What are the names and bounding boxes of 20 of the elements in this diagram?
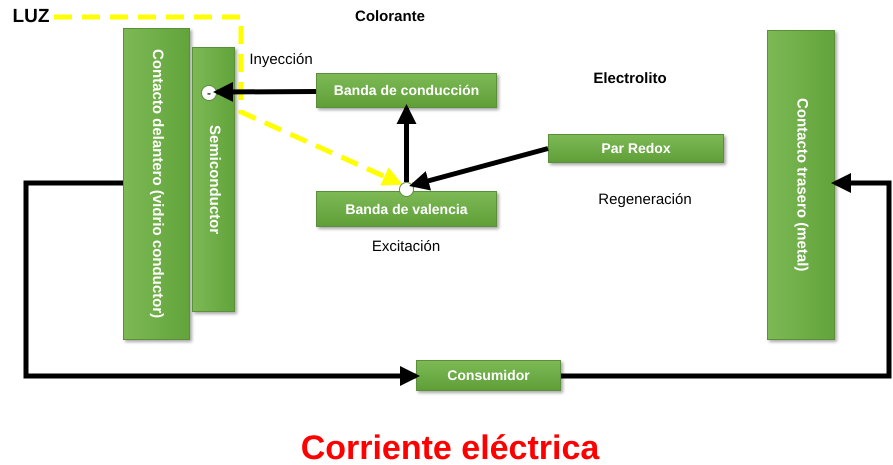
flow-arrow [24,180,420,386]
energy-box: Par Redox [548,134,724,163]
layer-box: Semiconductor - [192,47,235,312]
layer-box: Contacto trasero (metal) [767,30,835,340]
region-label: Colorante [354,7,426,27]
light-ray-arrow [54,14,403,186]
region-label: Electrolito [592,69,668,89]
energy-box: Consumidor [416,360,561,391]
flow-arrow [561,173,892,378]
layer-box: Contacto delantero (vidrio conductor) [123,28,190,340]
process-label: Regeneración [597,190,693,210]
flow-arrow [396,104,416,182]
process-label: Excitación [370,237,442,257]
energy-box: Banda de valencia [316,191,497,227]
flow-arrow [409,146,549,190]
caption: Corriente eléctrica [300,428,600,465]
process-label: Inyección [248,50,314,70]
energy-box: Banda de conducción [316,73,497,108]
light-label: LUZ [8,4,54,30]
flow-arrow [213,82,316,102]
